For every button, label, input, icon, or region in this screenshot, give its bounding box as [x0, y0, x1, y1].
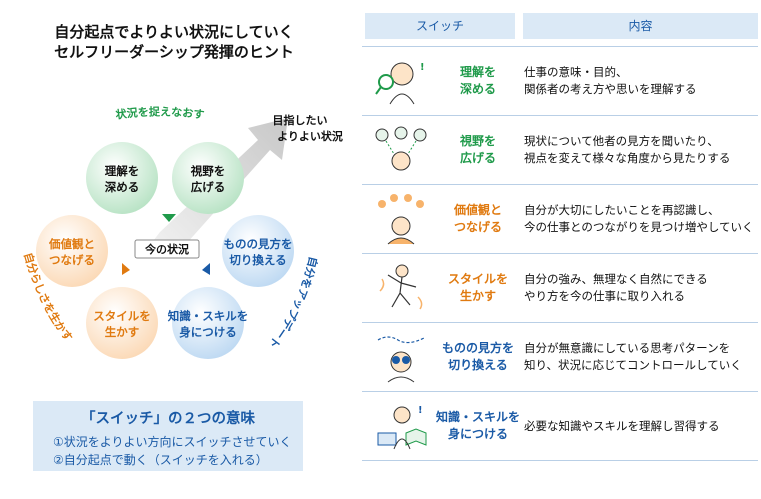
svg-text:知識・スキルを: 知識・スキルを — [167, 309, 249, 323]
svg-text:つなげる: つなげる — [49, 253, 95, 267]
svg-text:価値観と: 価値観と — [48, 237, 95, 251]
row-content: 現状について他者の見方を聞いたり、 視点を変えて様々な角度から見たりする — [524, 134, 731, 165]
circle-skills: 知識・スキルを 身につける — [167, 287, 249, 359]
current-state-label: 今の状況 — [144, 242, 189, 256]
values-person-icon — [378, 194, 424, 245]
table-row: ! 理解を 深める 仕事の意味・目的、 関係者の考え方や思いを理解する — [362, 47, 758, 116]
meaning-item-2: ②自分起点で動く（スイッチを入れる） — [53, 453, 268, 467]
svg-text:深める: 深める — [105, 180, 140, 194]
row-content: 仕事の意味・目的、 関係者の考え方や思いを理解する — [524, 65, 697, 96]
meaning-title: 「スイッチ」の２つの意味 — [81, 411, 255, 427]
table-row: ものの見方を 切り換える 自分が無意識にしている思考パターンを 知り、状況に応じ… — [362, 323, 758, 392]
svg-text:広げる: 広げる — [191, 180, 226, 194]
marker-orange — [122, 263, 130, 275]
row-switch: 知識・スキルを 身につける — [436, 410, 521, 441]
svg-text:!: ! — [420, 62, 425, 73]
magnifier-person-icon: ! — [375, 62, 425, 105]
table-row: 視野を 広げる 現状について他者の見方を聞いたり、 視点を変えて様々な角度から見… — [362, 116, 758, 185]
table-row: 価値観と つなげる 自分が大切にしたいことを再認識し、 今の仕事とのつながりを見… — [362, 185, 758, 254]
circle-values: 価値観と つなげる — [36, 215, 108, 287]
circle-understand: 理解を 深める — [86, 142, 158, 214]
row-switch: 価値観と つなげる — [453, 203, 502, 234]
table-row: ! 知識・スキルを 身につける 必要な知識やスキルを理解し習得する — [362, 392, 758, 461]
dancing-person-icon — [379, 264, 423, 310]
svg-text:身につける: 身につける — [179, 325, 237, 339]
row-switch: スタイルを 生かす — [447, 272, 508, 303]
row-content: 必要な知識やスキルを理解し習得する — [524, 418, 720, 433]
svg-text:生かす: 生かす — [105, 325, 140, 339]
row-content: 自分の強み、無理なく自然にできる やり方を今の仕事に取り入れる — [524, 272, 708, 303]
meaning-box: 「スイッチ」の２つの意味 ①状況をよりよい方向にスイッチさせていく ②自分起点で… — [33, 401, 303, 471]
meaning-item-1: ①状況をよりよい方向にスイッチさせていく — [53, 435, 292, 449]
row-content: 自分が大切にしたいことを再認識し、 今の仕事とのつながりを見つけ増やしていく — [524, 203, 754, 234]
switch-diagram: 目指したい よりよい状況 状況を捉えなおす 自分らしさを生かす 自分をアップデー… — [21, 104, 343, 359]
circle-style: スタイルを 生かす — [86, 287, 158, 359]
svg-text:視野を: 視野を — [190, 164, 226, 178]
table-row: スタイルを 生かす 自分の強み、無理なく自然にできる やり方を今の仕事に取り入れ… — [362, 254, 758, 323]
goal-text-1: 目指したい — [273, 113, 328, 127]
svg-text:ものの見方を: ものの見方を — [224, 237, 293, 251]
svg-text:切り換える: 切り換える — [229, 253, 286, 267]
row-content: 自分が無意識にしている思考パターンを 知り、状況に応じてコントロールしていく — [524, 341, 742, 372]
svg-text:スタイルを: スタイルを — [93, 309, 151, 323]
goal-text-2: よりよい状況 — [277, 129, 343, 143]
people-views-icon — [375, 126, 427, 171]
marker-blue — [202, 263, 210, 275]
title-line-1: 自分起点でよりよい状況にしていく — [54, 23, 294, 41]
page-title: 自分起点でよりよい状況にしていく セルフリーダーシップ発揮のヒント — [0, 22, 348, 62]
arc-label-top: 状況を捉えなおす — [115, 104, 205, 121]
header-content: 内容 — [523, 13, 758, 39]
row-switch: 理解を 深める — [459, 65, 496, 96]
binoculars-person-icon — [377, 336, 425, 383]
header-switch: スイッチ — [365, 13, 515, 39]
row-switch: ものの見方を 切り換える — [441, 341, 514, 372]
studying-person-icon: ! — [377, 405, 427, 450]
circle-switch-perspective: ものの見方を 切り換える — [222, 215, 294, 287]
marker-green — [162, 214, 176, 222]
circle-broaden-view: 視野を 広げる — [172, 142, 244, 214]
svg-text:!: ! — [418, 405, 423, 416]
svg-text:理解を: 理解を — [105, 164, 140, 178]
row-switch: 視野を 広げる — [459, 134, 496, 165]
current-state-box — [134, 239, 200, 259]
title-line-2: セルフリーダーシップ発揮のヒント — [54, 43, 294, 61]
table-top-border — [362, 46, 758, 47]
